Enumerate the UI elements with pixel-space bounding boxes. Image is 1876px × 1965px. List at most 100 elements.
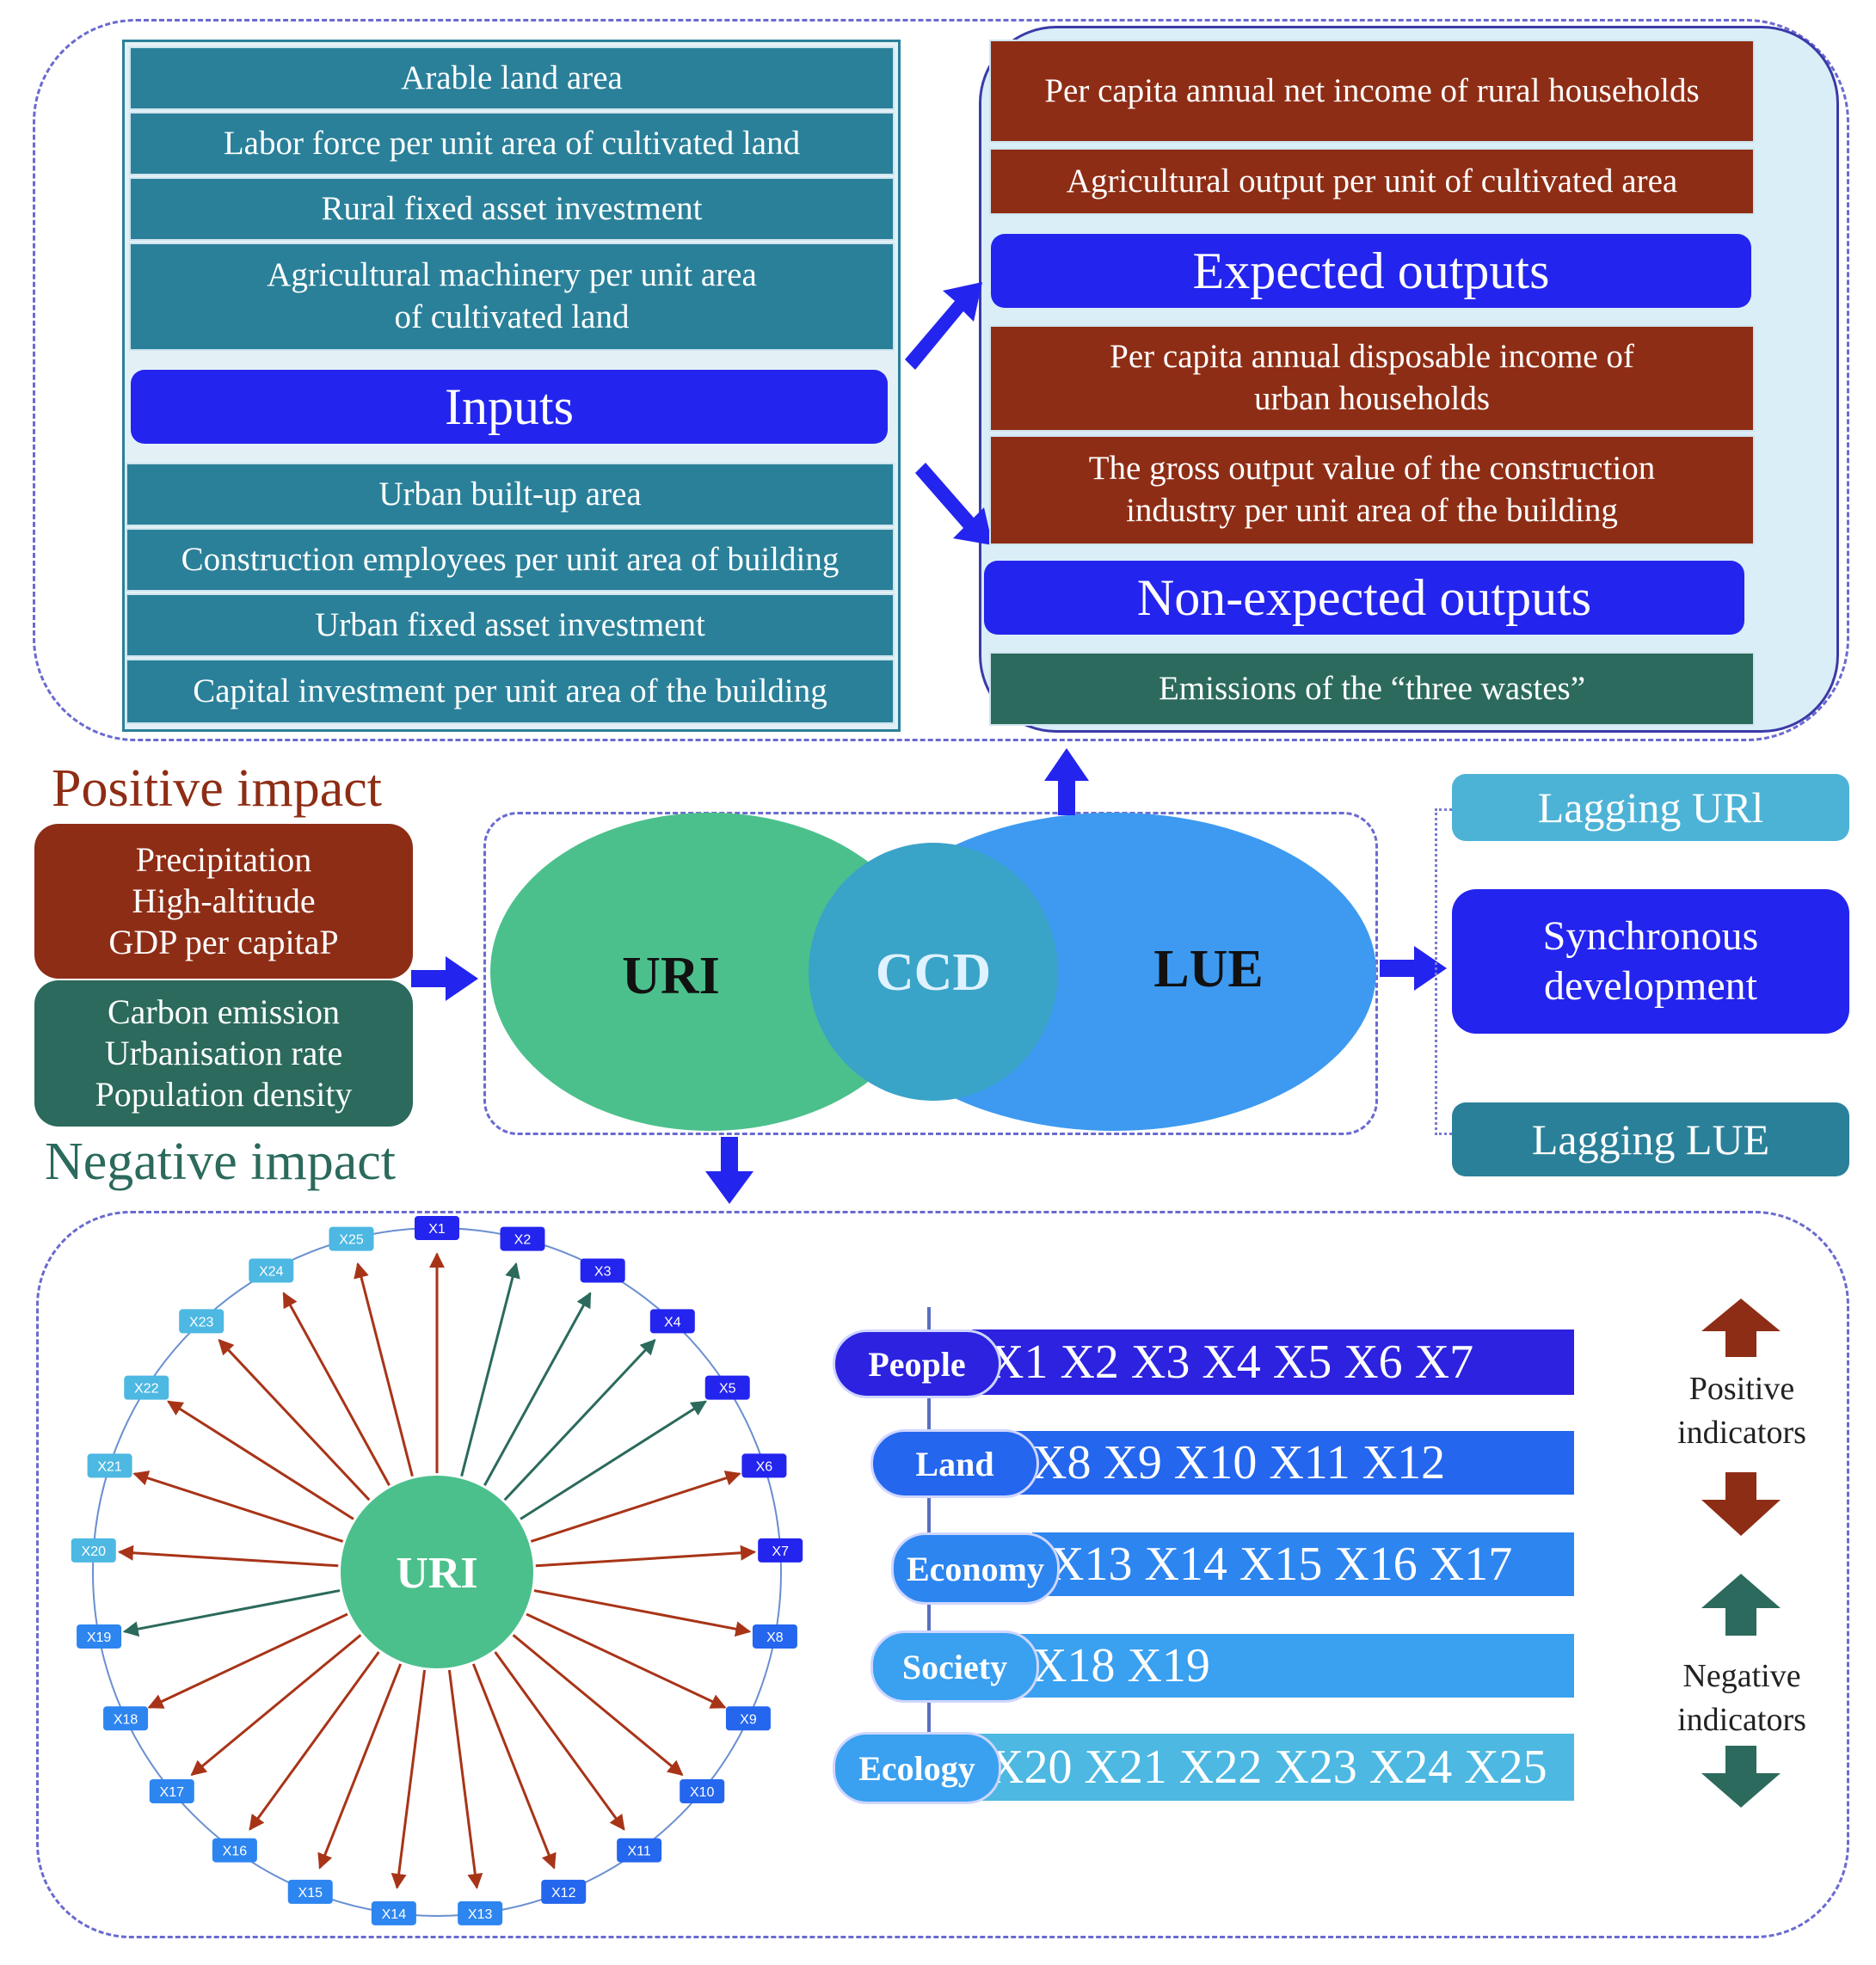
- indicator-node-label: X19: [87, 1630, 112, 1645]
- indicator-arrow-x23: [218, 1338, 371, 1501]
- indicator-arrow-x16: [249, 1651, 380, 1831]
- indicator-node-label: X7: [772, 1544, 789, 1559]
- uri-center-label: URI: [396, 1549, 477, 1598]
- indicator-node-label: X1: [428, 1222, 446, 1237]
- indicator-arrow-x21: [132, 1471, 344, 1543]
- indicator-node-label: X8: [766, 1630, 784, 1645]
- indicator-node-label: X23: [189, 1315, 214, 1329]
- positive-impact-item: High-altitude: [132, 881, 316, 920]
- negative-impact-label: Negative impact: [45, 1133, 396, 1191]
- indicator-node-label: X6: [756, 1459, 773, 1474]
- negative-impact-box: Carbon emission Urbanisation rate Popula…: [34, 980, 413, 1127]
- indicator-node-x17: X17: [149, 1778, 194, 1803]
- output-urban-1: Per capita annual disposable income of u…: [989, 325, 1755, 432]
- indicator-arrow-x25: [354, 1262, 414, 1477]
- indicator-node-x18: X18: [103, 1706, 149, 1731]
- arrow-venn-to-outputs: [1044, 748, 1089, 815]
- indicator-node-label: X16: [223, 1845, 248, 1859]
- indicator-node-x19: X19: [77, 1624, 122, 1649]
- venn-lue-label: LUE: [1153, 940, 1264, 998]
- venn-ccd-label: CCD: [875, 943, 992, 1002]
- bottom-panel: [36, 1211, 1849, 1938]
- indicator-arrow-x18: [147, 1612, 348, 1709]
- indicator-node-x23: X23: [179, 1309, 225, 1334]
- indicator-node-label: X25: [339, 1233, 364, 1248]
- indicator-node-x1: X1: [415, 1216, 459, 1240]
- indicator-node-x13: X13: [458, 1901, 503, 1925]
- arrows-inputs-outputs: [905, 282, 989, 545]
- indicator-node-label: X10: [690, 1785, 715, 1800]
- positive-impact-item: Precipitation: [135, 840, 312, 879]
- input-urban-2: Construction employees per unit area of …: [126, 528, 895, 592]
- result-synchronous-development: Synchronous development: [1452, 889, 1849, 1034]
- dimension-people-label: People: [833, 1329, 1001, 1398]
- indicator-node-x20: X20: [71, 1538, 116, 1563]
- indicator-arrow-x15: [317, 1663, 403, 1870]
- negative-indicators-label: Negative indicators: [1677, 1658, 1806, 1739]
- arrow-to-non-expected-outputs: [915, 463, 989, 545]
- result-lagging-uri: Lagging URl: [1452, 774, 1849, 841]
- indicator-arrow-x20: [117, 1544, 339, 1568]
- indicator-node-x4: X4: [649, 1309, 695, 1334]
- indicator-node-x2: X2: [500, 1226, 545, 1251]
- input-rural-2: Labor force per unit area of cultivated …: [129, 112, 895, 175]
- dimension-ecology-label: Ecology: [833, 1732, 1001, 1804]
- input-urban-1: Urban built-up area: [126, 463, 895, 526]
- positive-impact-box: Precipitation High-altitude GDP per capi…: [34, 824, 413, 979]
- indicator-node-x10: X10: [680, 1778, 725, 1803]
- ccd-ellipse: [809, 843, 1058, 1101]
- indicator-node-x16: X16: [212, 1838, 257, 1863]
- negative-impact-item: Carbon emission: [108, 992, 340, 1031]
- indicator-node-x21: X21: [87, 1453, 132, 1478]
- indicator-node-label: X9: [740, 1712, 757, 1727]
- input-rural-4: Agricultural machinery per unit area of …: [129, 243, 895, 351]
- venn-diagram: [490, 813, 1376, 1131]
- indicator-node-label: X13: [468, 1907, 493, 1922]
- expected-outputs-title: Expected outputs: [991, 234, 1751, 308]
- dimension-people-indicators: X1 X2 X3 X4 X5 X6 X7: [972, 1329, 1574, 1395]
- indicator-node-label: X5: [719, 1382, 736, 1397]
- indicator-arrow-x17: [190, 1634, 362, 1777]
- indicator-arrow-x14: [391, 1669, 427, 1889]
- arrow-to-expected-outputs: [905, 282, 982, 370]
- input-urban-3: Urban fixed asset investment: [126, 593, 895, 657]
- indicator-arrow-x12: [471, 1663, 557, 1870]
- indicator-arrow-x24: [282, 1292, 391, 1486]
- indicator-node-x22: X22: [124, 1375, 169, 1400]
- positive-indicators-label: Positive indicators: [1677, 1371, 1806, 1452]
- results-bracket: [1435, 808, 1452, 1135]
- indicator-node-x7: X7: [758, 1538, 803, 1563]
- indicator-node-label: X22: [134, 1382, 159, 1397]
- indicator-arrow-x3: [483, 1292, 592, 1486]
- negative-up-arrow-icon: [1701, 1574, 1781, 1636]
- dimension-society-indicators: X18 X19: [1015, 1634, 1574, 1698]
- indicator-node-x24: X24: [249, 1258, 294, 1283]
- indicator-arrow-x10: [512, 1634, 684, 1777]
- indicator-node-label: X14: [382, 1907, 407, 1922]
- indicator-node-label: X24: [259, 1264, 284, 1279]
- output-urban-2: The gross output value of the constructi…: [989, 435, 1755, 545]
- indicator-node-label: X4: [664, 1315, 681, 1329]
- indicator-node-label: X12: [551, 1886, 576, 1901]
- indicator-node-label: X3: [594, 1264, 612, 1279]
- indicator-node-x14: X14: [371, 1901, 416, 1925]
- indicator-node-label: X18: [114, 1712, 138, 1727]
- positive-up-arrow-icon: [1701, 1299, 1781, 1357]
- venn-uri-label: URI: [622, 947, 720, 1005]
- indicator-arrow-x2: [460, 1262, 520, 1477]
- output-non-expected-1: Emissions of the “three wastes”: [989, 652, 1755, 726]
- indicator-arrow-x22: [167, 1400, 354, 1520]
- indicator-arrow-x6: [530, 1471, 741, 1543]
- dimension-society-label: Society: [870, 1630, 1039, 1703]
- venn-panel: [483, 812, 1378, 1135]
- indicator-node-x9: X9: [725, 1706, 771, 1731]
- indicator-node-x15: X15: [287, 1879, 333, 1904]
- arrow-venn-to-uri-system: [705, 1137, 753, 1204]
- arrow-venn-to-results: [1380, 946, 1447, 991]
- positive-impact-label: Positive impact: [52, 759, 383, 818]
- positive-impact-item: GDP per capitaP: [108, 923, 339, 961]
- indicator-node-x6: X6: [741, 1453, 787, 1478]
- indicator-arrow-x9: [526, 1612, 727, 1709]
- indicator-arrow-x8: [533, 1589, 752, 1637]
- input-rural-1: Arable land area: [129, 46, 895, 110]
